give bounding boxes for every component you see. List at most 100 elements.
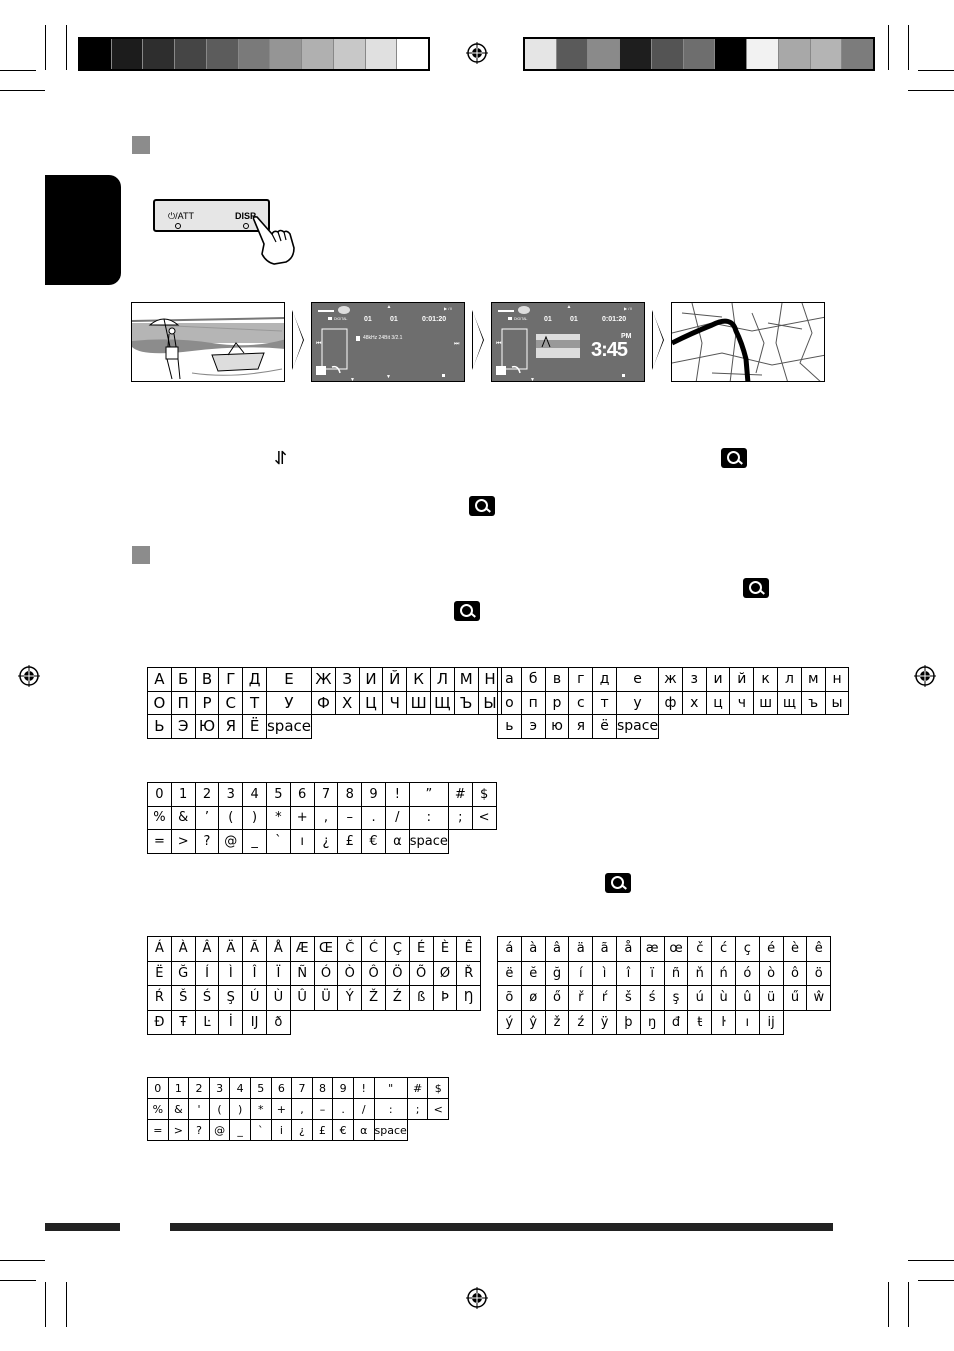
char-cell: 6	[270, 1077, 293, 1099]
char-cell: т	[592, 690, 617, 715]
color-swatch	[842, 39, 874, 69]
section-marker-1	[132, 136, 150, 154]
char-cell: Ч	[382, 690, 408, 715]
char-cell: 1	[170, 782, 196, 807]
color-swatch	[747, 39, 779, 69]
char-cell: Ê	[456, 936, 482, 962]
char-cell: и	[705, 667, 731, 692]
char-cell: й	[729, 667, 755, 692]
char-cell: ŕ	[592, 985, 617, 1011]
svg-text:▲: ▲	[567, 304, 572, 310]
char-cell: è	[782, 936, 808, 962]
language-side-tab	[45, 175, 121, 285]
char-cell: ŵ	[806, 985, 832, 1011]
usb-icon: ⇋	[270, 449, 292, 466]
registration-mark-icon	[914, 665, 936, 687]
char-cell: ;	[447, 805, 473, 830]
svg-text:▶ / ll: ▶ / ll	[444, 306, 452, 311]
registration-mark-icon	[18, 665, 40, 687]
char-cell: А	[147, 667, 172, 692]
char-cell: Ĳ	[242, 1009, 267, 1035]
char-cell: Х	[334, 690, 360, 715]
char-cell: Ü	[313, 985, 339, 1011]
char-cell: õ	[497, 985, 522, 1011]
char-cell: ñ	[663, 960, 689, 986]
char-cell: В	[194, 667, 220, 692]
char-cell: €	[361, 829, 386, 854]
char-cell: Š	[170, 985, 196, 1011]
char-cell: ô	[782, 960, 808, 986]
char-cell: `	[249, 1119, 272, 1141]
char-cell: Ğ	[170, 960, 196, 986]
char-cell: !	[352, 1077, 375, 1099]
svg-text:⏭: ⏭	[454, 341, 460, 347]
char-cell: Ò	[337, 960, 363, 986]
color-swatch	[238, 39, 271, 69]
char-cell: ŷ	[520, 1009, 546, 1035]
char-cell: İ	[218, 1009, 244, 1035]
char-cell: @	[218, 829, 244, 854]
char-cell: 3	[218, 782, 244, 807]
magnifier-icon	[605, 873, 631, 893]
char-cell: ч	[729, 690, 755, 715]
char-cell: р	[544, 690, 570, 715]
char-cell: ű	[782, 985, 808, 1011]
char-cell: з	[681, 667, 707, 692]
char-cell: ’	[194, 805, 220, 830]
char-cell: ы	[824, 690, 850, 715]
char-cell: æ	[639, 936, 665, 962]
char-cell: &	[170, 805, 196, 830]
char-cell: É	[408, 936, 434, 962]
char-cell: ø	[520, 985, 546, 1011]
char-cell: ő	[544, 985, 570, 1011]
char-cell: ń	[711, 960, 736, 986]
char-cell: Е	[265, 667, 313, 692]
color-swatch	[715, 39, 748, 69]
char-cell: &	[167, 1098, 190, 1120]
clock-time: 3:45	[591, 339, 628, 361]
char-cell: å	[615, 936, 641, 962]
crop-mark	[0, 90, 45, 91]
crop-mark	[888, 1282, 889, 1327]
char-cell: Ć	[361, 936, 386, 962]
char-cell: %	[147, 805, 172, 830]
char-cell: i	[270, 1119, 293, 1141]
svg-text:▼: ▼	[530, 377, 535, 382]
char-cell: space	[615, 714, 660, 739]
power-att-label: ⏻/ATT	[168, 211, 194, 221]
crop-mark	[918, 70, 954, 71]
char-cell: ð	[265, 1009, 291, 1035]
char-cell: ś	[639, 985, 665, 1011]
char-cell: ú	[687, 985, 713, 1011]
crop-mark	[908, 25, 909, 70]
registration-mark-icon	[466, 1287, 488, 1309]
char-cell: $	[427, 1077, 449, 1099]
char-cell: <	[471, 805, 497, 830]
char-cell: <	[427, 1098, 449, 1120]
svg-text:⏮: ⏮	[496, 341, 502, 347]
char-cell: ê	[806, 936, 832, 962]
char-cell: Ё	[242, 714, 267, 739]
char-cell: Ô	[361, 960, 386, 986]
char-cell: д	[592, 667, 617, 692]
svg-text:⏮: ⏮	[316, 341, 322, 347]
char-cell: +	[270, 1098, 293, 1120]
char-cell: >	[167, 1119, 190, 1141]
char-cell: ,	[313, 805, 339, 830]
color-swatch	[302, 39, 334, 69]
crop-mark	[888, 25, 889, 70]
char-cell: €	[332, 1119, 354, 1141]
char-cell: ö	[806, 960, 832, 986]
color-swatch	[525, 39, 557, 69]
char-cell: é	[758, 936, 784, 962]
char-cell: *	[265, 805, 291, 830]
elapsed-time: 0:01:20	[422, 316, 447, 323]
char-cell: 7	[313, 782, 339, 807]
char-cell: ı	[734, 1009, 760, 1035]
char-cell: Ž	[361, 985, 386, 1011]
char-cell: ;	[406, 1098, 429, 1120]
char-cell: Ŕ	[147, 985, 172, 1011]
char-cell: :	[373, 1098, 408, 1120]
char-cell: È	[432, 936, 458, 962]
